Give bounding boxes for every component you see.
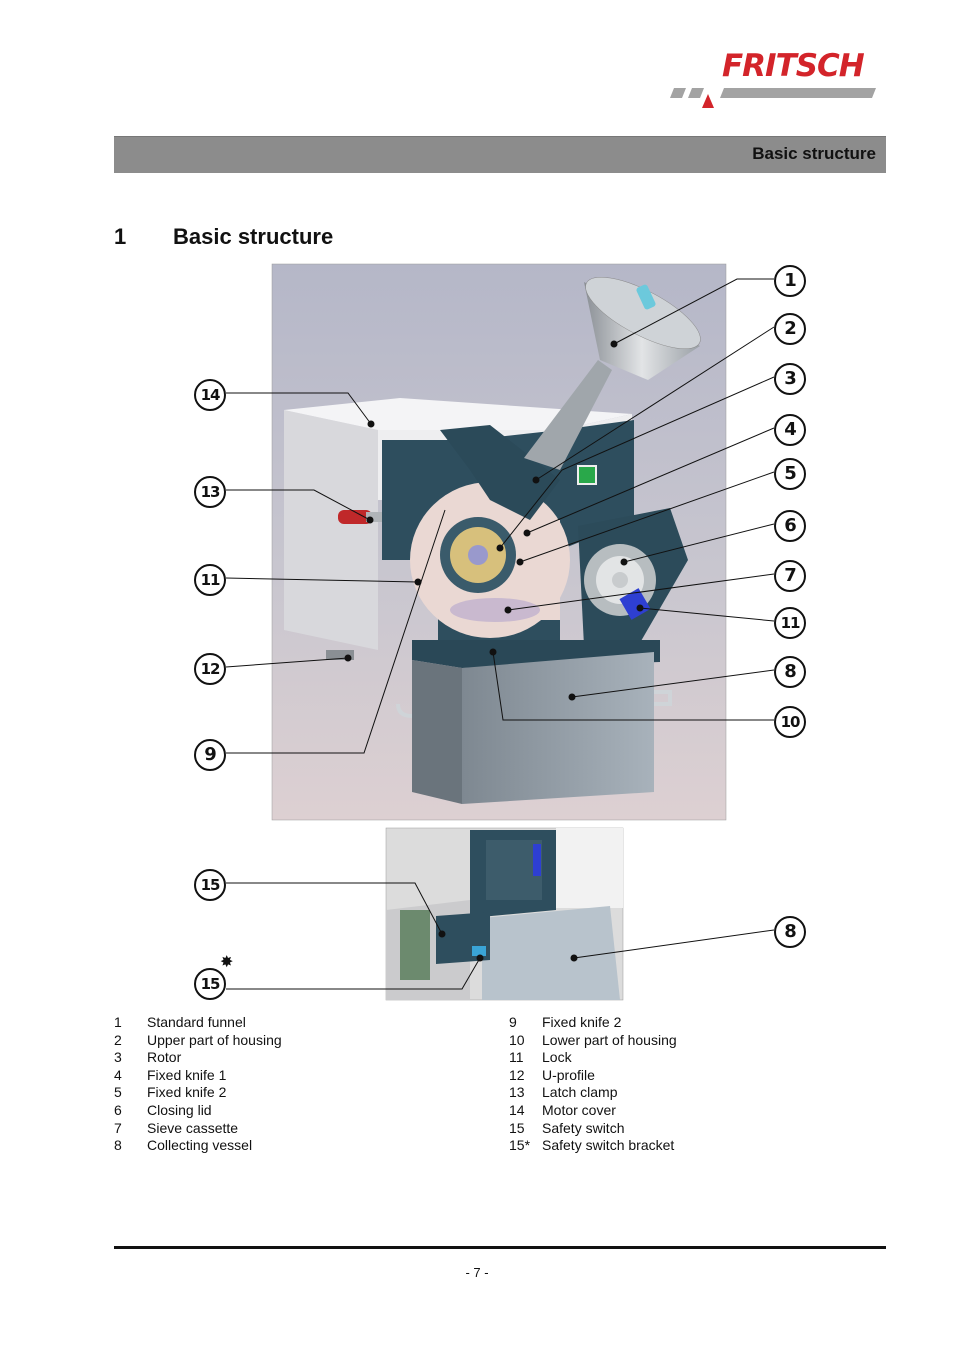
page-number: - 7 -	[465, 1265, 489, 1280]
asterisk-icon: ✸	[220, 954, 234, 971]
callout-10: 10	[774, 706, 806, 738]
heading-number: 1	[114, 224, 127, 249]
fritsch-logo: FRITSCH	[664, 48, 890, 110]
callout-2: 2	[774, 313, 806, 345]
callout-4: 4	[774, 414, 806, 446]
footer-divider	[114, 1246, 886, 1249]
callout-1: 1	[774, 265, 806, 297]
callout-11-left: 11	[194, 564, 226, 596]
callout-6: 6	[774, 510, 806, 542]
callout-11-right: 11	[774, 607, 806, 639]
callout-5: 5	[774, 458, 806, 490]
callout-12: 12	[194, 653, 226, 685]
callout-8: 8	[774, 656, 806, 688]
callout-8-inset: 8	[774, 916, 806, 948]
callout-7: 7	[774, 560, 806, 592]
callout-15-star: 15	[194, 968, 226, 1000]
callout-9: 9	[194, 739, 226, 771]
logo-wordmark: FRITSCH	[722, 48, 865, 84]
callout-13: 13	[194, 476, 226, 508]
callout-3: 3	[774, 363, 806, 395]
callout-14: 14	[194, 379, 226, 411]
callout-15: 15	[194, 869, 226, 901]
heading-title: Basic structure	[173, 224, 334, 249]
section-header-bar: Basic structure	[114, 136, 886, 173]
logo-stripes	[670, 88, 876, 108]
section-header-title: Basic structure	[752, 144, 876, 163]
